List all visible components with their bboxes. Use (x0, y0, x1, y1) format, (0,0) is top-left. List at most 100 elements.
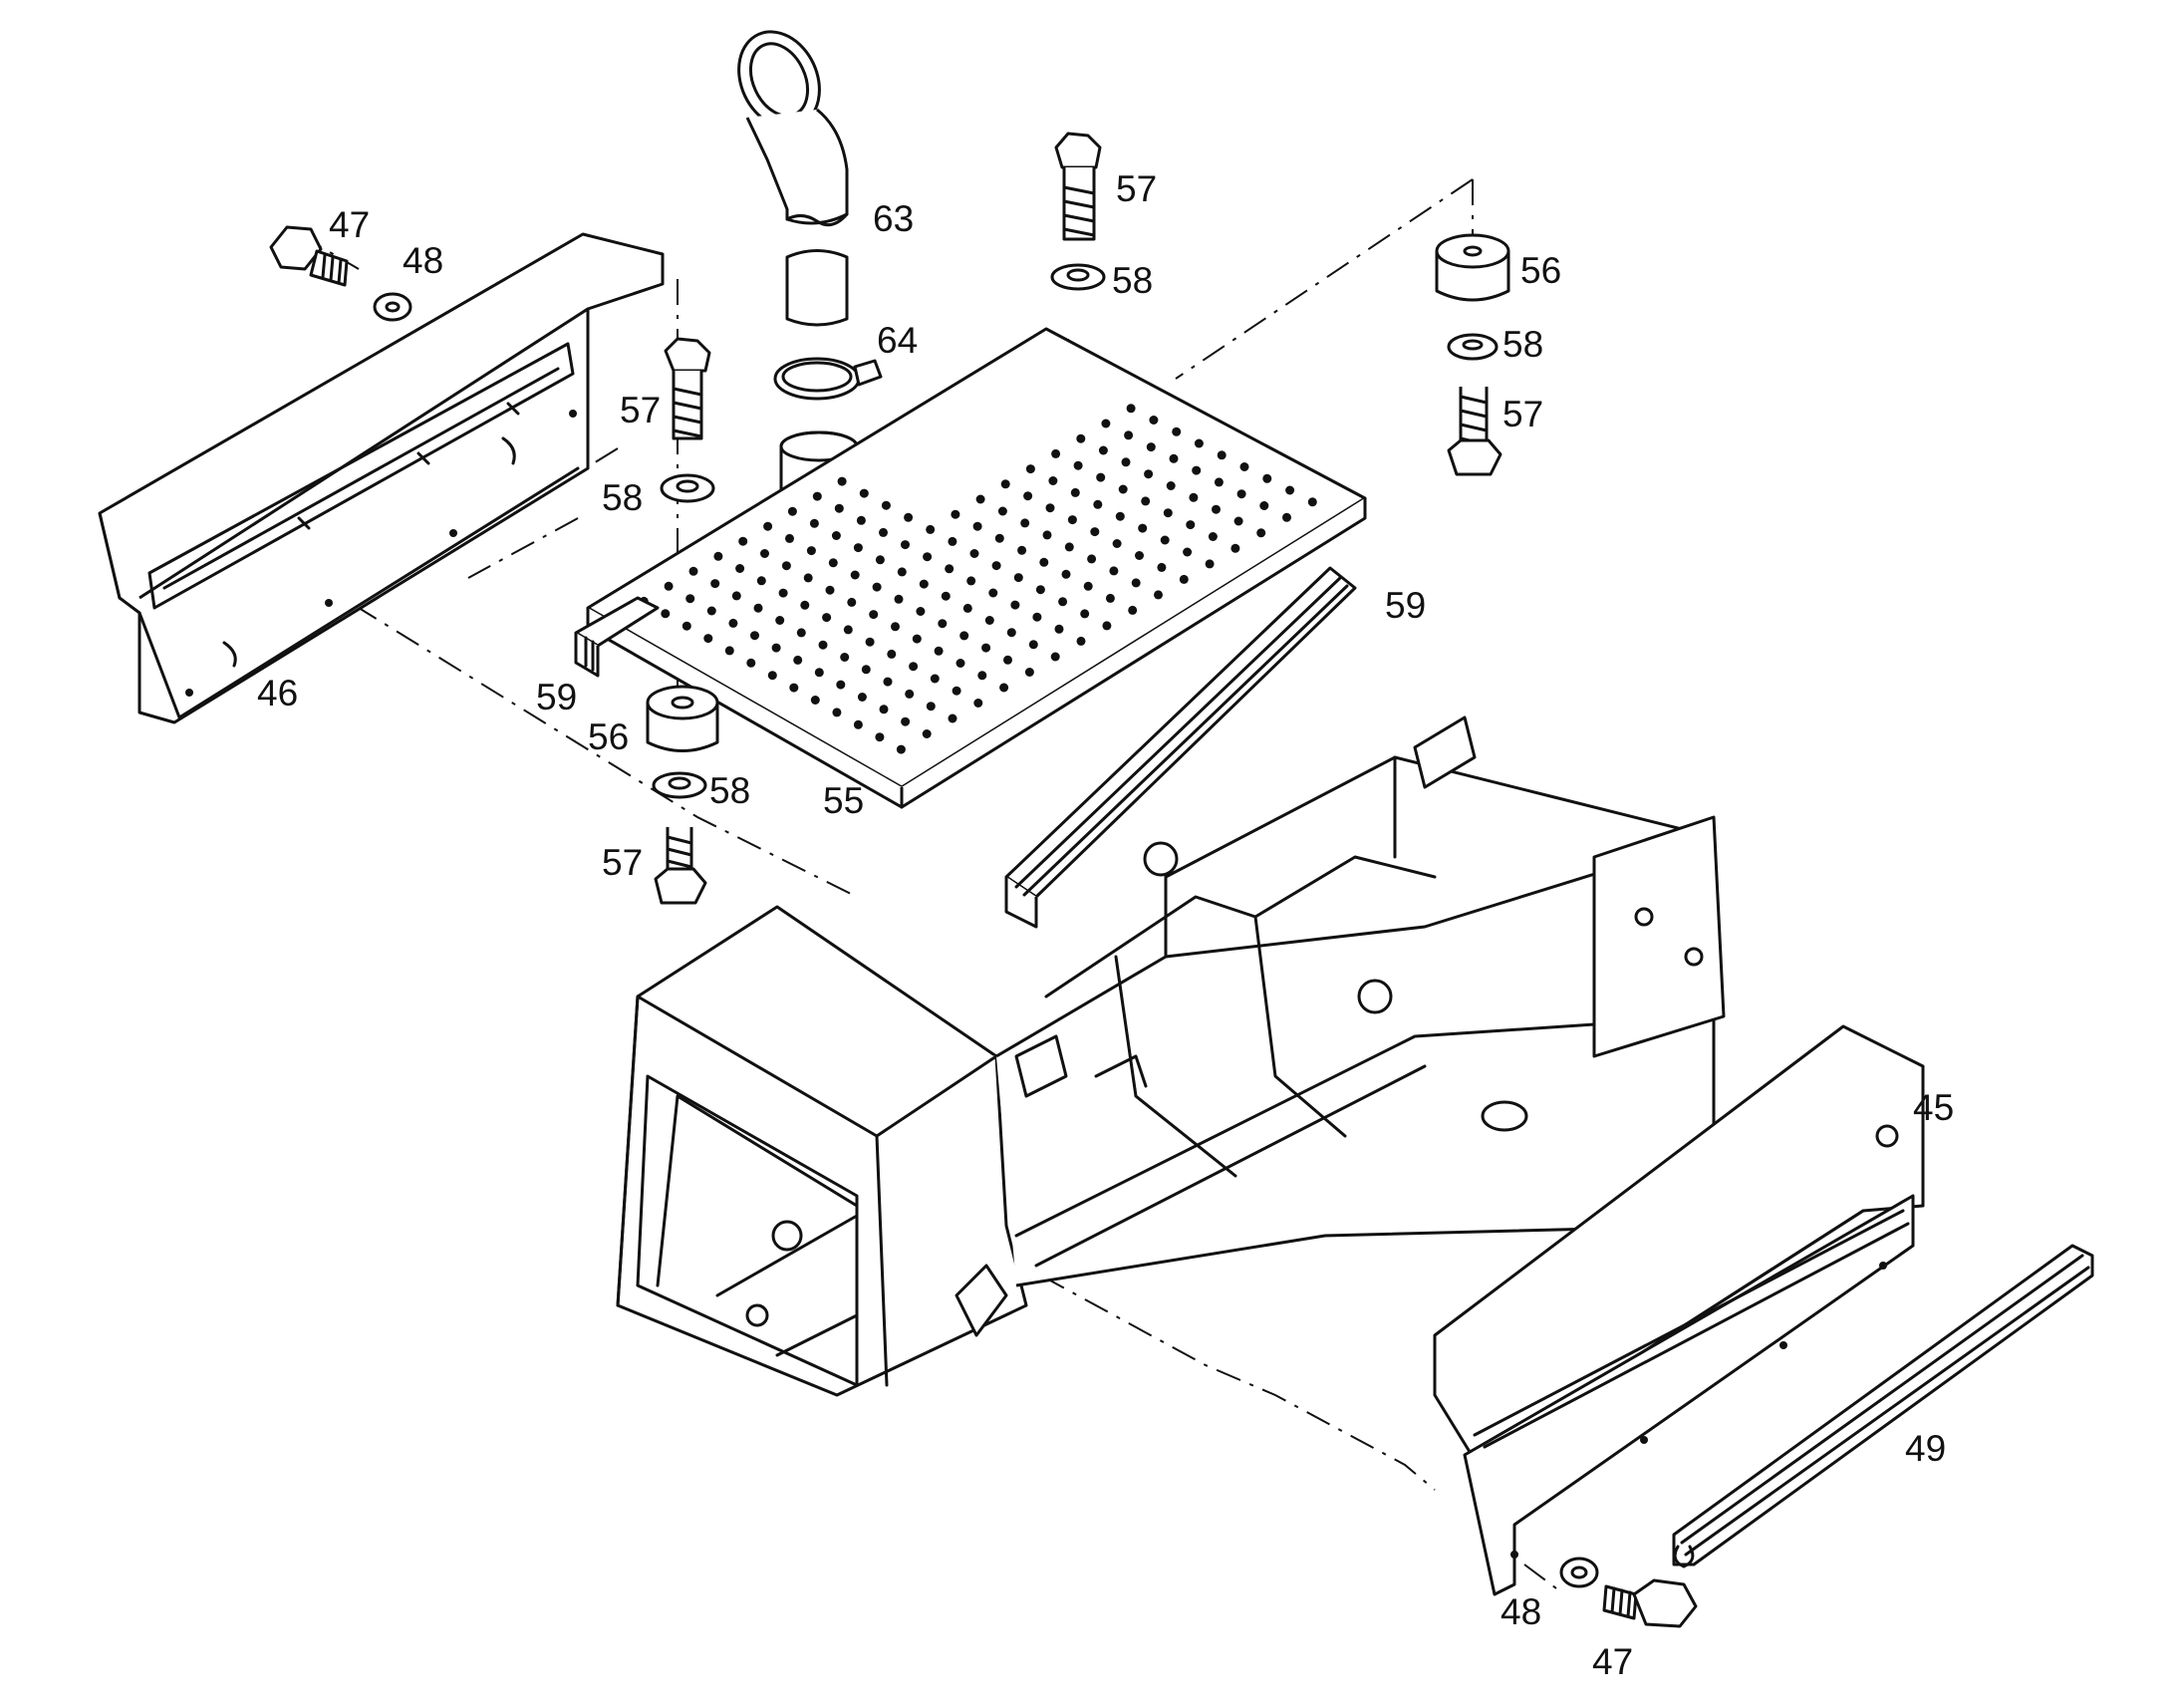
perforation-hole (728, 618, 738, 628)
perforation-hole (843, 625, 853, 635)
perforation-hole (891, 622, 900, 632)
perforation-hole (1183, 547, 1193, 557)
perforation-hole (767, 671, 777, 681)
edge-trim-left (574, 596, 660, 678)
perforation-hole (847, 597, 857, 607)
perforation-hole (1160, 535, 1170, 545)
callout-46: 46 (257, 673, 298, 713)
perforation-hole (1013, 573, 1023, 583)
perforation-hole (1098, 445, 1108, 455)
callout-56-left: 56 (588, 716, 629, 757)
perforation-hole (710, 579, 720, 589)
pipe-clamp (773, 357, 883, 401)
perforation-hole (948, 713, 957, 723)
side-panel-right (1433, 1024, 1925, 1596)
floor-plate-perforations (639, 404, 1317, 754)
perforation-hole (1067, 515, 1077, 525)
perforation-hole (781, 561, 791, 571)
perforation-hole (735, 564, 745, 573)
perforation-hole (951, 509, 960, 519)
perforation-hole (916, 607, 926, 616)
bolt-lower-right (1602, 1578, 1698, 1628)
perforation-hole (1050, 652, 1060, 662)
perforation-hole (857, 693, 867, 702)
perforation-hole (1032, 612, 1042, 622)
perforation-hole (1256, 528, 1266, 538)
perforation-hole (703, 634, 713, 644)
perforation-hole (859, 488, 869, 498)
callout-58-left-upper: 58 (602, 477, 643, 518)
perforation-hole (1000, 479, 1010, 489)
perforation-hole (1282, 512, 1291, 522)
callout-48-lower: 48 (1501, 1591, 1541, 1632)
perforation-hole (926, 524, 936, 534)
perforation-hole (962, 603, 972, 613)
perforation-hole (1131, 578, 1141, 588)
perforation-hole (800, 600, 810, 610)
perforation-hole (952, 686, 961, 696)
callout-45: 45 (1913, 1087, 1954, 1128)
bolt-stack-left-upper (660, 337, 715, 503)
washer-upper-left (373, 292, 412, 322)
callout-57-right: 57 (1502, 394, 1543, 434)
callout-59-left: 59 (536, 677, 577, 717)
perforation-hole (1217, 450, 1227, 460)
perforation-hole (831, 531, 841, 540)
perforation-hole (1023, 491, 1033, 501)
perforation-hole (713, 551, 723, 561)
perforation-hole (1128, 605, 1138, 615)
perforation-hole (731, 591, 741, 601)
perforation-hole (977, 671, 987, 681)
perforation-hole (1179, 574, 1189, 584)
perforation-hole (909, 662, 919, 672)
perforation-hole (966, 576, 976, 586)
perforation-hole (1135, 551, 1144, 560)
perforation-hole (724, 646, 734, 656)
perforation-hole (1020, 518, 1030, 528)
perforation-hole (945, 564, 955, 574)
perforation-hole (991, 561, 1001, 571)
perforation-hole (997, 506, 1007, 516)
perforation-hole (1144, 469, 1154, 479)
perforation-hole (763, 521, 773, 531)
perforation-hole (760, 549, 769, 558)
perforation-hole (1064, 542, 1074, 552)
perforation-hole (1070, 487, 1080, 497)
perforation-hole (1118, 484, 1128, 494)
perforation-hole (828, 558, 838, 568)
perforation-hole (1169, 453, 1179, 463)
callout-58-upper-center: 58 (1112, 260, 1153, 301)
perforation-hole (850, 570, 860, 580)
perforation-hole (881, 500, 891, 510)
callout-49: 49 (1905, 1428, 1946, 1469)
mount-stack-right (1435, 233, 1510, 476)
perforation-hole (661, 609, 671, 619)
perforation-hole (685, 594, 695, 604)
perforation-hole (901, 540, 910, 550)
perforation-hole (1205, 559, 1215, 569)
perforation-hole (1192, 465, 1202, 475)
perforation-hole (901, 716, 911, 726)
bolt-upper-left (269, 225, 349, 287)
perforation-hole (1003, 655, 1012, 665)
perforation-hole (1157, 562, 1167, 572)
perforation-hole (1080, 609, 1090, 619)
perforation-hole (1230, 543, 1240, 553)
perforation-hole (856, 515, 866, 525)
perforation-hole (905, 689, 915, 699)
callout-57-left-lower: 57 (602, 842, 643, 883)
perforation-hole (1042, 530, 1052, 540)
perforation-hole (981, 643, 991, 653)
exhaust-elbow (737, 30, 849, 227)
bolt-upper-center (1050, 132, 1106, 291)
perforation-hole (941, 591, 951, 601)
perforation-hole (688, 566, 698, 576)
perforation-hole (1163, 508, 1173, 518)
perforation-hole (1093, 499, 1103, 509)
perforation-hole (1048, 476, 1058, 485)
perforation-hole (897, 567, 907, 577)
perforation-hole (1076, 433, 1086, 443)
perforation-hole (875, 732, 885, 742)
perforation-hole (869, 610, 879, 620)
perforation-hole (1035, 585, 1045, 595)
